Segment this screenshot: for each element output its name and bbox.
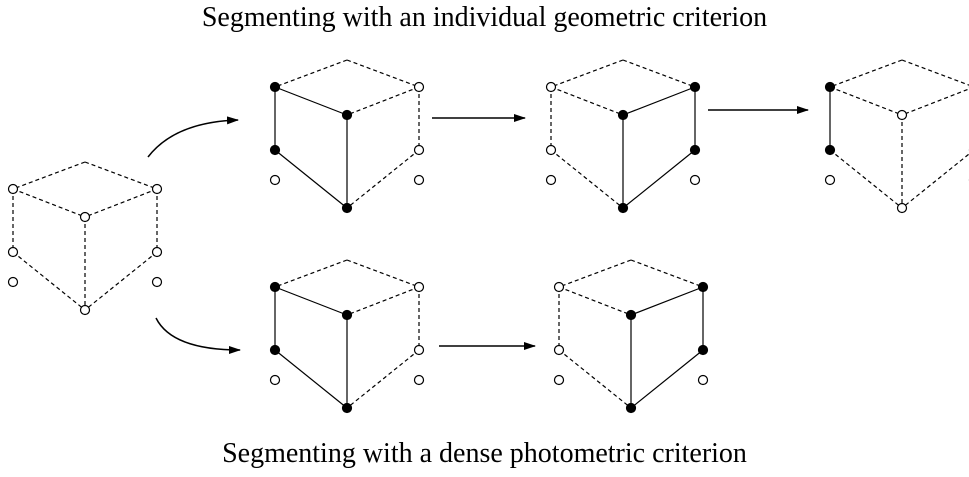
unselected-vertex (7, 276, 19, 288)
selected-vertex (625, 309, 637, 321)
unselected-vertex (553, 374, 565, 386)
unselected-vertex (269, 374, 281, 386)
unselected-edge (550, 59, 624, 88)
selected-vertex (824, 144, 836, 156)
unselected-vertex (413, 174, 425, 186)
unselected-edge (12, 251, 86, 311)
geometric-step-2 (545, 59, 701, 214)
selected-vertex (269, 81, 281, 93)
unselected-edge (550, 149, 624, 209)
selected-vertex (341, 402, 353, 414)
unselected-edge (630, 259, 704, 288)
unselected-edge (346, 149, 420, 209)
unselected-vertex (553, 344, 565, 356)
unselected-edge (346, 259, 420, 288)
unselected-edge (346, 349, 420, 409)
unselected-edge (550, 86, 624, 116)
unselected-edge (274, 259, 348, 288)
unselected-edge (84, 188, 158, 218)
unselected-vertex (269, 174, 281, 186)
selected-vertex (341, 202, 353, 214)
unselected-vertex (553, 281, 565, 293)
top-caption: Segmenting with an individual geometric … (201, 2, 768, 33)
selected-vertex (689, 144, 701, 156)
unselected-edge (901, 59, 969, 86)
unselected-edge (622, 59, 696, 88)
source-cube (7, 161, 163, 316)
unselected-vertex (7, 246, 19, 258)
selected-vertex (689, 81, 701, 93)
selected-vertex (697, 344, 709, 356)
photometric-step-2 (553, 259, 709, 414)
unselected-edge (829, 149, 903, 209)
unselected-edge (84, 161, 158, 190)
unselected-vertex (151, 246, 163, 258)
unselected-vertex (545, 174, 557, 186)
segment-edge (622, 149, 696, 209)
unselected-edge (901, 153, 969, 209)
segment-edge (274, 286, 348, 316)
selected-vertex (269, 344, 281, 356)
unselected-edge (829, 86, 903, 116)
unselected-vertex (7, 183, 19, 195)
unselected-vertex (79, 211, 91, 223)
geometric-step-3 (824, 59, 969, 214)
selected-vertex (341, 309, 353, 321)
unselected-vertex (697, 374, 709, 386)
unselected-vertex (413, 344, 425, 356)
segment-edge (274, 349, 348, 409)
unselected-edge (84, 251, 158, 311)
segment-edge (630, 349, 704, 409)
arrow-to-geometric-branch (147, 116, 239, 158)
segment-edge (630, 286, 704, 316)
unselected-edge (346, 86, 420, 116)
arrow-to-photometric-branch (155, 317, 241, 354)
unselected-edge (829, 59, 903, 88)
unselected-vertex (689, 174, 701, 186)
unselected-edge (558, 259, 632, 288)
unselected-vertex (896, 109, 908, 121)
segment-edge (622, 86, 696, 116)
selected-vertex (617, 109, 629, 121)
geometric-step-1 (269, 59, 425, 214)
unselected-vertex (413, 81, 425, 93)
unselected-edge (12, 161, 86, 190)
unselected-edge (901, 88, 969, 116)
unselected-vertex (545, 144, 557, 156)
unselected-vertex (545, 81, 557, 93)
unselected-edge (12, 188, 86, 218)
unselected-vertex (413, 144, 425, 156)
selected-vertex (617, 202, 629, 214)
selected-vertex (697, 281, 709, 293)
unselected-vertex (413, 374, 425, 386)
unselected-vertex (151, 183, 163, 195)
unselected-vertex (151, 276, 163, 288)
unselected-vertex (413, 281, 425, 293)
unselected-vertex (896, 202, 908, 214)
selected-vertex (269, 144, 281, 156)
selected-vertex (341, 109, 353, 121)
unselected-vertex (824, 174, 836, 186)
selected-vertex (269, 281, 281, 293)
unselected-edge (558, 286, 632, 316)
unselected-edge (274, 59, 348, 88)
segment-edge (274, 149, 348, 209)
bottom-caption: Segmenting with a dense photometric crit… (222, 438, 747, 469)
unselected-vertex (79, 304, 91, 316)
selected-vertex (824, 81, 836, 93)
unselected-edge (346, 59, 420, 88)
segment-edge (274, 86, 348, 116)
unselected-edge (558, 349, 632, 409)
selected-vertex (625, 402, 637, 414)
unselected-edge (346, 286, 420, 316)
photometric-step-1 (269, 259, 425, 414)
